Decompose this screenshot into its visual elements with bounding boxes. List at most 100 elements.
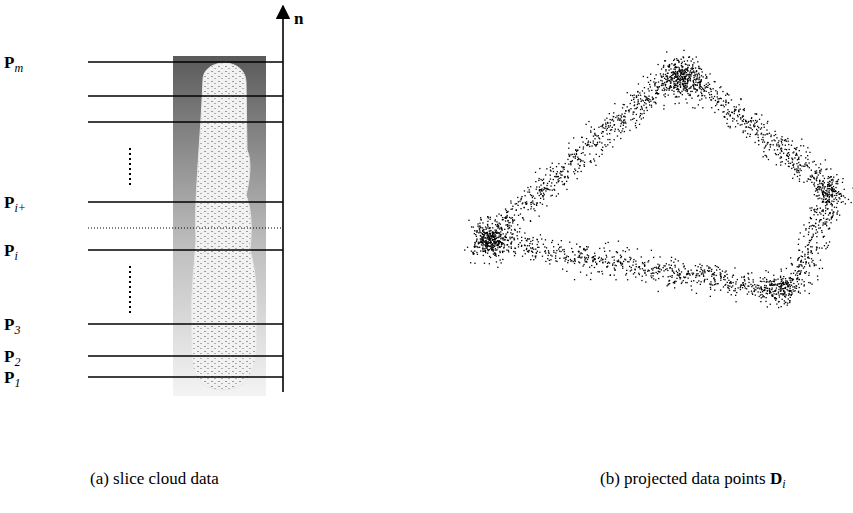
data-point [526,201,527,202]
data-point [587,144,588,145]
data-point [695,84,696,85]
data-point [657,93,658,94]
data-point [730,115,731,116]
data-point [813,177,814,178]
data-point [507,211,508,212]
data-point [542,180,543,181]
data-point [827,247,828,248]
data-point [760,287,761,288]
data-point [816,212,817,213]
data-point [604,119,605,120]
data-point [574,168,575,169]
data-point [825,159,826,160]
data-point [680,273,681,274]
data-point [614,270,615,271]
data-point [767,143,768,144]
data-point [520,199,521,200]
data-point [602,262,603,263]
data-point [503,247,504,248]
data-point [654,85,655,86]
data-point [644,87,645,88]
data-point [808,275,809,276]
data-point [710,267,711,268]
data-point [725,102,726,103]
data-point [762,142,763,143]
data-point [667,88,668,89]
data-point [668,264,669,265]
data-point [708,266,709,267]
data-point [524,244,525,245]
data-point [799,175,800,176]
data-point [614,103,615,104]
data-point [506,233,507,234]
data-point [740,98,741,99]
data-point [700,92,701,93]
data-point [638,95,639,96]
data-point [642,90,643,91]
data-point [767,121,768,122]
data-point [514,239,515,240]
data-point [761,123,762,124]
data-point [609,142,610,143]
data-point [651,106,652,107]
data-point [581,257,582,258]
data-point [526,203,527,204]
data-point [691,289,692,290]
data-point [490,219,491,220]
data-point [702,95,703,96]
data-point [526,204,527,205]
data-point [793,283,794,284]
data-point [507,216,508,217]
data-point [614,268,615,269]
data-point [803,281,804,282]
data-point [733,290,734,291]
data-point [738,110,739,111]
data-point [606,267,607,268]
data-point [766,133,767,134]
data-point [748,121,749,122]
data-point [681,76,682,77]
data-point [672,270,673,271]
data-point [734,110,735,111]
data-point [823,237,824,238]
data-point [501,215,502,216]
data-point [782,294,783,295]
data-point [509,237,510,238]
data-point [489,233,490,234]
data-point [561,175,562,176]
data-point [590,142,591,143]
data-point [819,221,820,222]
data-point [507,232,508,233]
data-point [556,176,557,177]
data-point [785,278,786,279]
data-point [500,224,501,225]
data-point [792,178,793,179]
data-point [698,82,699,83]
data-point [558,176,559,177]
data-point [761,133,762,134]
data-point [548,255,549,256]
data-point [690,87,691,88]
data-point [497,227,498,228]
data-point [570,163,571,164]
data-point [650,101,651,102]
data-point [556,173,557,174]
data-point [682,76,683,77]
data-point [741,284,742,285]
data-point [575,150,576,151]
data-point [789,288,790,289]
data-point [763,134,764,135]
data-point [737,116,738,117]
data-point [643,105,644,106]
data-point [545,188,546,189]
data-point [740,285,741,286]
data-point [704,90,705,91]
data-point [808,178,809,179]
data-point [731,287,732,288]
data-point [788,284,789,285]
data-point [586,138,587,139]
data-point [687,282,688,283]
data-point [632,114,633,115]
data-point [550,170,551,171]
